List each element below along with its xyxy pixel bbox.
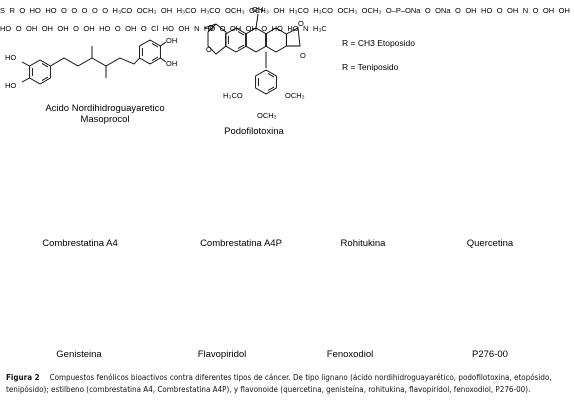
- svg-text:OH: OH: [166, 36, 177, 45]
- svg-text:O: O: [206, 45, 212, 54]
- svg-text:OH: OH: [166, 59, 177, 68]
- compound-label-p276-00: P276-00: [472, 349, 508, 360]
- thiophene-icon: S: [0, 6, 6, 15]
- etoposide-r-note: R = CH3 Etoposido: [342, 38, 415, 48]
- caption-label: Figura 2: [6, 373, 40, 382]
- rohitukine-structure: O OH HO O OH N: [455, 6, 529, 15]
- compound-label-genistein: Genisteina: [56, 349, 102, 360]
- svg-text:OH: OH: [252, 5, 263, 14]
- genistein-structure: OH O OH HO O: [57, 24, 121, 33]
- combretastatin-a4-structure: H₃CO H₃CO OCH₃ OCH₃ OH: [176, 6, 285, 15]
- structures-drawing: HO HO OH OH OH O O O O H₃CO OCH₃ OCH₃: [5, 5, 306, 120]
- compound-label-combretastatin-a4p: Combrestatina A4P: [200, 238, 282, 249]
- compound-label-podophyllotoxin: Podofilotoxina: [224, 126, 284, 137]
- compound-label-ndga: Acido Nordihidroguayaretico Masoprocol: [45, 103, 165, 125]
- svg-text:O: O: [300, 51, 306, 60]
- teniposide-r-note: R = Teniposido: [342, 62, 399, 72]
- ndga-structure: HO HO OH OH: [5, 36, 177, 90]
- svg-text:HO: HO: [5, 53, 16, 62]
- svg-text:OCH₃: OCH₃: [257, 111, 277, 120]
- compound-label-quercetin: Quercetina: [466, 238, 514, 249]
- compound-label-combretastatin-a4: Combrestatina A4: [42, 238, 118, 249]
- compound-label-rohitukine: Rohitukina: [340, 238, 386, 249]
- quercetin-structure: O OH OH HO O OH OH: [0, 6, 570, 33]
- etoposide-structure: R O HO HO O O O O O H₃CO OCH₃ OH: [9, 6, 173, 15]
- svg-text:O: O: [298, 19, 304, 28]
- combretastatin-a4p-structure: H₃CO H₃CO OCH₃ OCH₃ O–P–ONa O ONa: [289, 6, 451, 15]
- svg-text:OCH₃: OCH₃: [285, 91, 305, 100]
- svg-text:HO: HO: [5, 81, 16, 90]
- svg-text:H₃CO: H₃CO: [223, 91, 243, 100]
- svg-text:O: O: [208, 23, 214, 32]
- compound-label-phenoxodiol: Fenoxodiol: [326, 349, 374, 360]
- caption-text: Compuestos fenólicos bioactivos contra d…: [6, 373, 552, 394]
- compound-label-flavopiridol: Flavopiridol: [197, 349, 247, 360]
- podophyllotoxin-structure: OH O O O O H₃CO OCH₃ OCH₃: [203, 5, 306, 120]
- flavopiridol-structure: OH O Cl HO OH N: [125, 24, 200, 33]
